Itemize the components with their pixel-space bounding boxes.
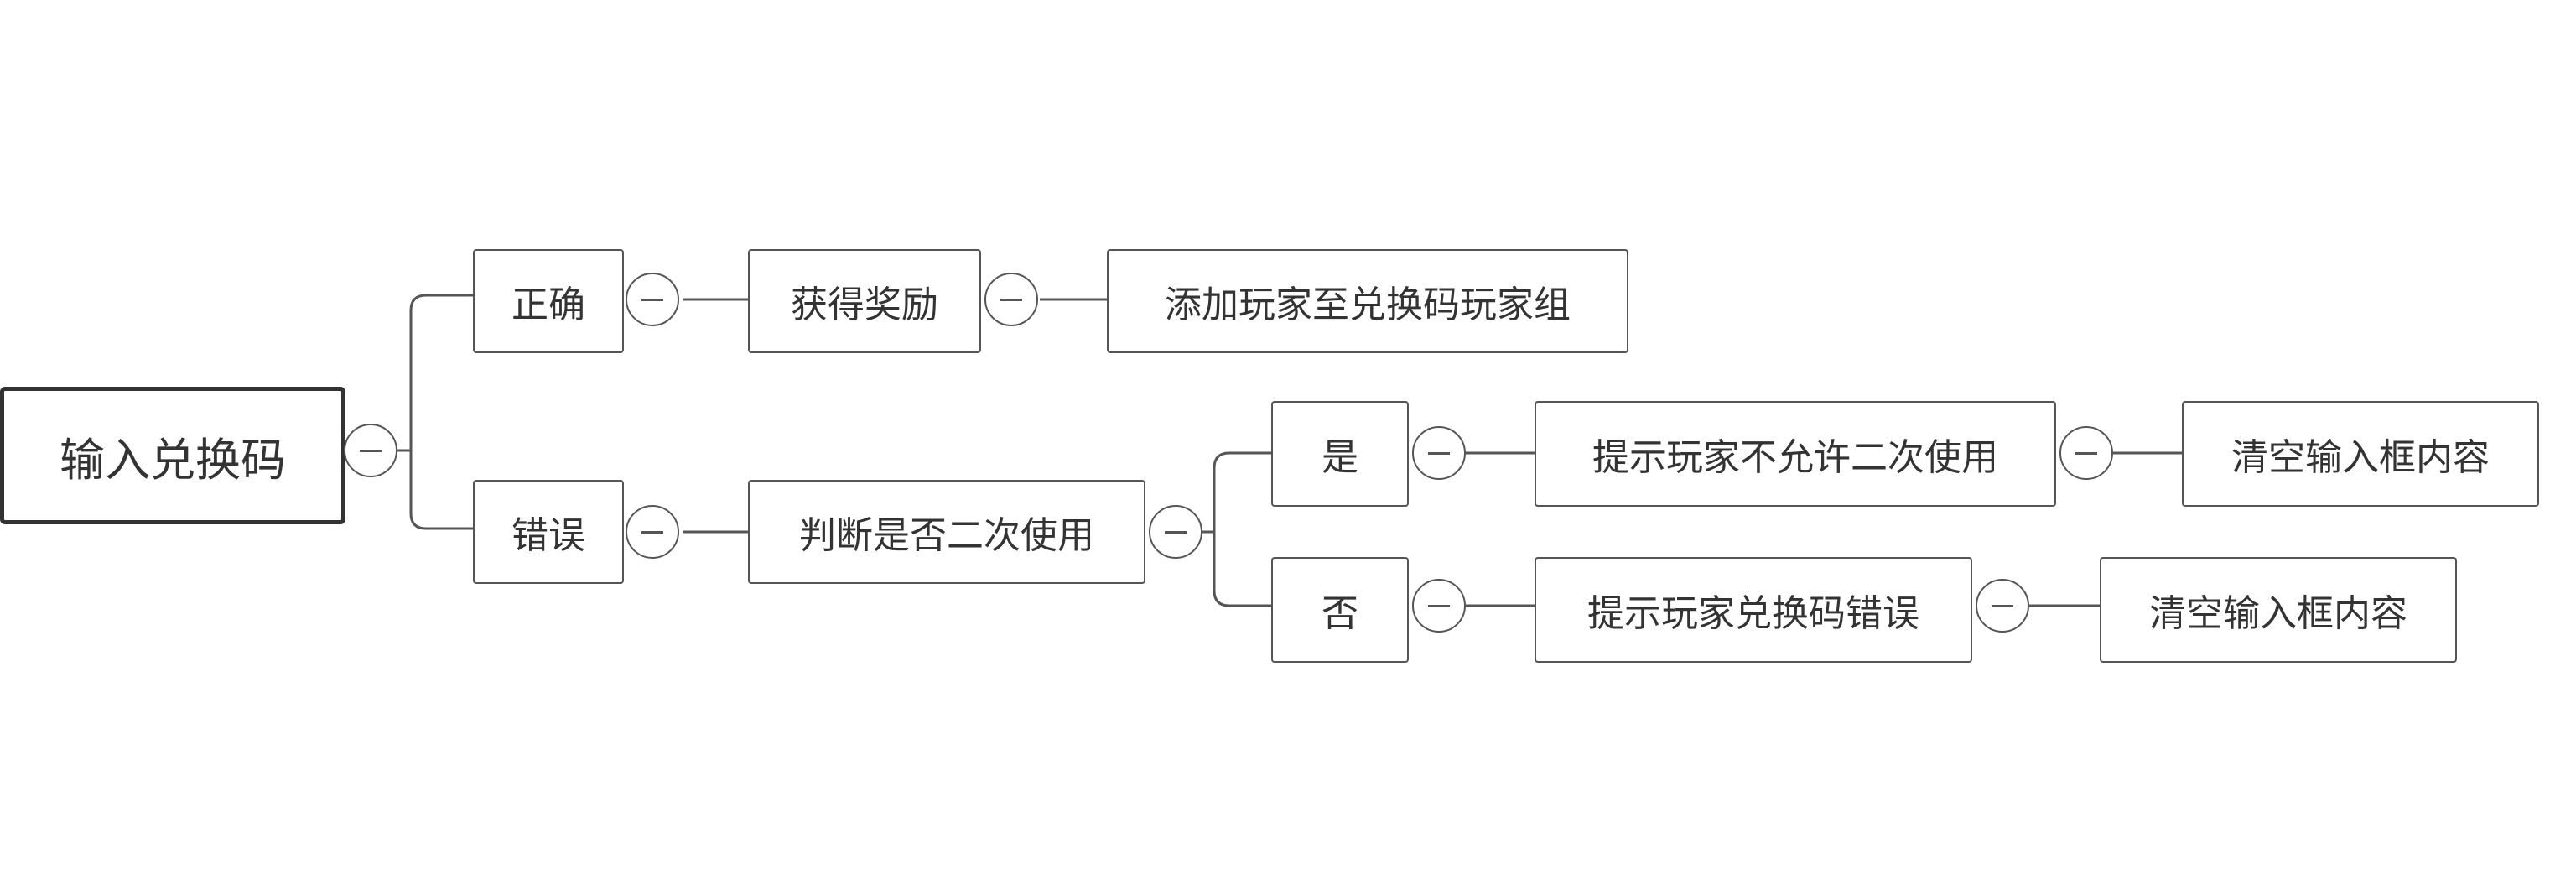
node-correct[interactable]: 正确: [473, 249, 624, 353]
node-check-reuse-label: 判断是否二次使用: [799, 514, 1094, 557]
no-collapse-toggle[interactable]: [1412, 579, 1466, 633]
node-no-clear-label: 清空输入框内容: [2149, 592, 2407, 635]
node-add-to-group[interactable]: 添加玩家至兑换码玩家组: [1107, 249, 1628, 353]
minus-icon: [1428, 604, 1450, 607]
node-add-to-group-label: 添加玩家至兑换码玩家组: [1165, 284, 1571, 326]
node-correct-label: 正确: [512, 284, 585, 326]
check-collapse-toggle[interactable]: [1149, 505, 1202, 559]
correct-collapse-toggle[interactable]: [626, 273, 679, 326]
minus-icon: [1428, 451, 1450, 455]
node-yes-label: 是: [1322, 436, 1358, 479]
node-no-clear[interactable]: 清空输入框内容: [2100, 557, 2457, 663]
connector-check-no: [1213, 532, 1275, 607]
minus-icon: [2075, 451, 2097, 455]
node-no-prompt-label: 提示玩家兑换码错误: [1587, 592, 1919, 635]
node-get-reward-label: 获得奖励: [791, 284, 938, 326]
node-wrong-label: 错误: [512, 514, 585, 557]
reward-collapse-toggle[interactable]: [984, 273, 1038, 326]
node-wrong[interactable]: 错误: [473, 480, 624, 584]
minus-icon: [641, 298, 663, 301]
wrong-collapse-toggle[interactable]: [626, 505, 679, 559]
connector-root-correct: [397, 294, 475, 452]
no-prompt-collapse-toggle[interactable]: [1976, 579, 2029, 633]
node-get-reward[interactable]: 获得奖励: [748, 249, 981, 353]
minus-icon: [641, 530, 663, 534]
node-yes-prompt-label: 提示玩家不允许二次使用: [1592, 436, 1998, 479]
root-node-label: 输入兑换码: [60, 433, 286, 487]
node-yes-clear[interactable]: 清空输入框内容: [2182, 401, 2539, 507]
root-collapse-toggle[interactable]: [344, 424, 397, 477]
minus-icon: [1000, 298, 1022, 301]
connector-root-wrong: [409, 450, 475, 530]
node-no[interactable]: 否: [1271, 557, 1409, 663]
node-check-reuse[interactable]: 判断是否二次使用: [748, 480, 1145, 584]
node-yes[interactable]: 是: [1271, 401, 1409, 507]
connector-check-yes: [1202, 451, 1275, 534]
minus-icon: [1165, 530, 1187, 534]
node-no-prompt[interactable]: 提示玩家兑换码错误: [1535, 557, 1972, 663]
node-yes-clear-label: 清空输入框内容: [2231, 436, 2490, 479]
yes-collapse-toggle[interactable]: [1412, 426, 1466, 480]
node-no-label: 否: [1322, 592, 1358, 635]
minus-icon: [360, 449, 382, 452]
yes-prompt-collapse-toggle[interactable]: [2059, 426, 2113, 480]
node-yes-prompt[interactable]: 提示玩家不允许二次使用: [1535, 401, 2056, 507]
root-node[interactable]: 输入兑换码: [0, 387, 345, 524]
minus-icon: [1992, 604, 2013, 607]
